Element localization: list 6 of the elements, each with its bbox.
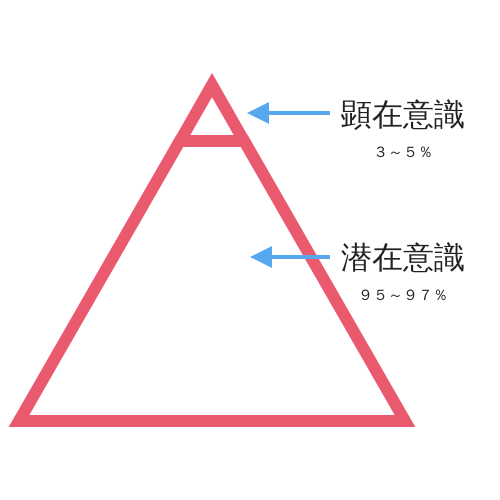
percentage-label: ３～５％ <box>373 142 433 162</box>
term-label: 顕在意識 <box>341 97 465 134</box>
arrow <box>250 246 330 268</box>
term-label: 潜在意識 <box>341 240 465 277</box>
percentage-label: ９５～９７％ <box>358 285 448 305</box>
arrow <box>247 102 330 124</box>
